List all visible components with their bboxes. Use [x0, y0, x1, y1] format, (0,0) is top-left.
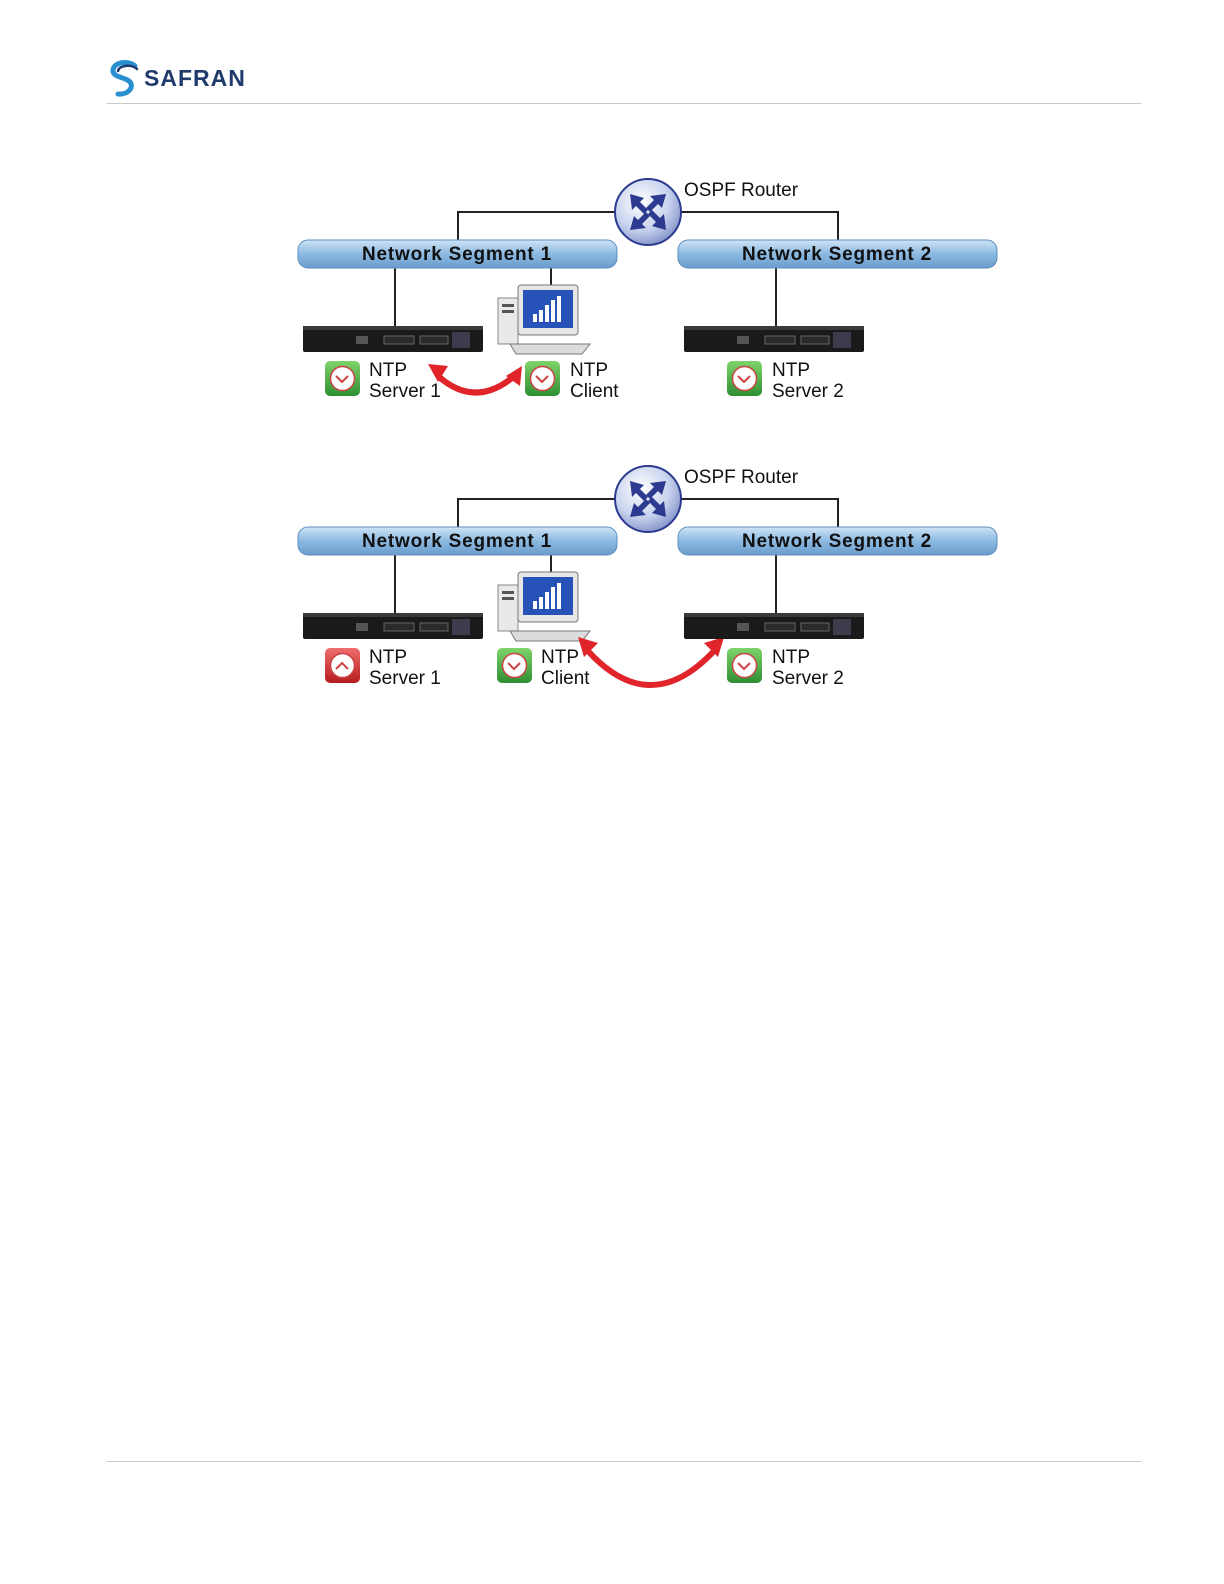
- router-label: OSPF Router: [684, 180, 799, 201]
- ospf-router-icon: [615, 179, 681, 245]
- segment-2-label: Network Segment 2: [742, 531, 932, 552]
- ospf-router-icon: [615, 466, 681, 532]
- network-segment-1: Network Segment 1: [298, 527, 617, 555]
- ntp-diagram-2: OSPF Router Network Segment 1 Network Se…: [0, 287, 1224, 1007]
- server-2-line1: NTP: [772, 647, 810, 668]
- network-segment-2: Network Segment 2: [678, 527, 997, 555]
- server-2-line2: Server 2: [772, 668, 844, 689]
- segment-2-label: Network Segment 2: [742, 244, 932, 265]
- server-2-clock-icon: [727, 648, 762, 683]
- client-computer-icon: [498, 572, 590, 641]
- sync-arrow: [578, 637, 724, 685]
- server-1-line2: Server 1: [369, 668, 441, 689]
- server-2-rack-icon: [684, 613, 864, 639]
- client-line2: Client: [541, 668, 590, 689]
- router-label: OSPF Router: [684, 467, 799, 488]
- network-segment-2: Network Segment 2: [678, 240, 997, 268]
- segment-1-label: Network Segment 1: [362, 244, 552, 265]
- router-links: [395, 499, 838, 613]
- network-segment-1: Network Segment 1: [298, 240, 617, 268]
- footer-divider: [107, 1461, 1141, 1462]
- server-1-fault-clock-icon: [325, 648, 360, 683]
- client-line1: NTP: [541, 647, 579, 668]
- server-1-line1: NTP: [369, 647, 407, 668]
- client-clock-icon: [497, 648, 532, 683]
- server-1-rack-icon: [303, 613, 483, 639]
- segment-1-label: Network Segment 1: [362, 531, 552, 552]
